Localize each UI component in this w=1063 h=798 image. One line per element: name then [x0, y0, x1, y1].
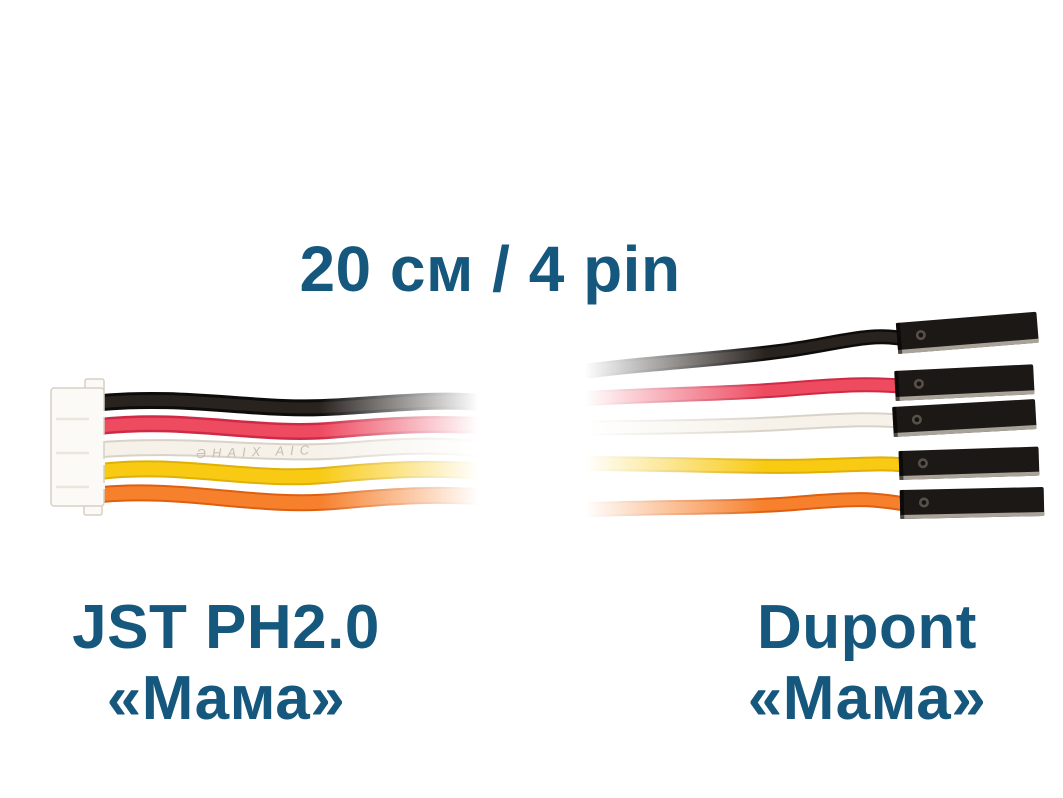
right-connector-gender: «Мама»: [747, 664, 987, 733]
left-connector-type: JST PH2.0: [72, 593, 380, 662]
left-connector-gender: «Мама»: [106, 664, 346, 733]
dupont-housings: [892, 311, 1045, 519]
wire-print-marking: ƏHAIX AIC: [196, 442, 316, 461]
wire-right-yellow: [558, 464, 905, 467]
right-connector-label: Dupont «Мама»: [641, 592, 1063, 734]
right-connector-type: Dupont: [757, 593, 977, 662]
jst-connector: [50, 378, 105, 516]
jst-body: [50, 387, 105, 507]
dupont-housing-black: [895, 311, 1039, 354]
cable-length-title: 20 см / 4 pin: [299, 233, 681, 305]
dupont-housing-red: [894, 364, 1035, 401]
jst-body-creases: [56, 417, 89, 489]
right-wires: [550, 337, 906, 511]
dupont-housing-yellow: [898, 446, 1040, 480]
left-connector-label: JST PH2.0 «Мама»: [0, 592, 452, 734]
left-wires: ƏHAIX AIC: [96, 400, 505, 502]
jst-wire-separators: [96, 411, 105, 489]
dupont-housing-orange: [899, 487, 1045, 519]
dupont-housing-white: [892, 399, 1037, 437]
wire-right-black: [565, 337, 906, 374]
